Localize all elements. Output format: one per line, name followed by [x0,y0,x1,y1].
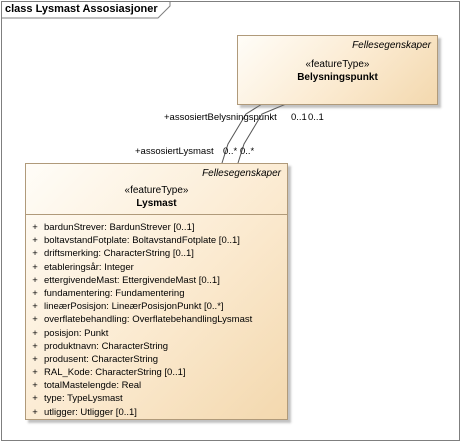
compartment-divider [26,214,287,215]
class-belysningspunkt[interactable]: Fellesegenskaper «featureType» Belysning… [237,35,438,105]
attribute: +produsent: CharacterString [32,353,159,365]
feature-type-label: «featureType» [305,59,370,70]
class-name: Belysningspunkt [297,72,378,83]
multiplicity-label: 0..1 [291,112,307,123]
attribute: +boltavstandFotplate: BoltavstandFotplat… [32,235,240,247]
attribute: +lineærPosisjon: LineærPosisjonPunkt [0.… [32,301,224,313]
multiplicity-label: 0..1 [308,112,324,123]
attribute: +bardunStrever: BardunStrever [0..1] [32,222,195,233]
feature-type-label: «featureType» [124,185,189,196]
class-lysmast[interactable]: Fellesegenskaper «featureType» Lysmast +… [25,163,288,420]
multiplicity-label: 0..* [240,146,255,157]
attribute: +etableringsår: Integer [32,261,134,273]
attribute-list: +bardunStrever: BardunStrever [0..1] +bo… [30,221,285,419]
attribute: +utligger: Utligger [0..1] [32,406,137,418]
association-line-2 [237,103,287,164]
multiplicity-label: 0..* [223,146,238,157]
attribute: +RAL_Kode: CharacterString [0..1] [32,367,186,379]
stereotype-note: Fellesegenskaper [202,168,281,179]
association-line-1 [221,103,263,164]
stereotype-note: Fellesegenskaper [352,40,431,51]
role-label-assosiert-belysningspunkt: +assosiertBelysningspunkt [164,112,277,123]
frame-title: class Lysmast Assosiasjoner [5,3,158,15]
attribute: +totalMastelengde: Real [32,380,142,392]
attribute: +ettergivendeMast: EttergivendeMast [0..… [32,274,220,286]
attribute: +posisjon: Punkt [32,327,109,339]
attribute: +overflatebehandling: Overflatebehandlin… [32,314,253,326]
class-name: Lysmast [136,198,177,209]
attribute: +produktnavn: CharacterString [32,340,169,352]
attribute: +driftsmerking: CharacterString [0..1] [32,248,194,260]
attribute: +fundamentering: Fundamentering [32,287,185,299]
attribute: +type: TypeLysmast [32,393,123,405]
role-label-assosiert-lysmast: +assosiertLysmast [135,146,214,157]
